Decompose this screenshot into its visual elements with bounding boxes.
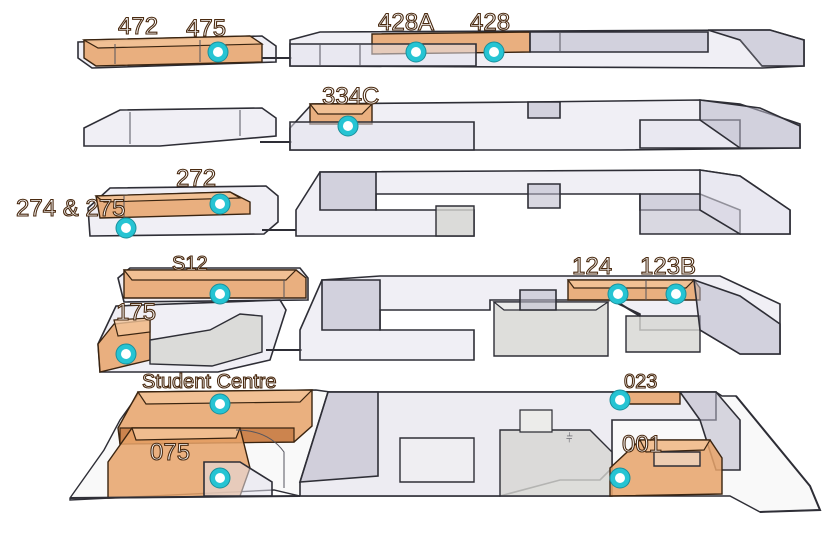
location-marker-icon[interactable]: [609, 467, 631, 489]
room-label-175: 175: [116, 299, 156, 326]
room-label-123b: 123B: [640, 253, 696, 280]
level-1: [97, 267, 781, 373]
location-markers: [115, 41, 687, 489]
room-label-023: 023: [624, 371, 657, 393]
room-label-student-centre: Student Centre: [142, 371, 277, 393]
ground-center-block: [499, 429, 613, 497]
room-023-wing[interactable]: [625, 391, 681, 405]
level-3: [83, 99, 801, 151]
stairs-icon: ⫩: [566, 431, 573, 445]
room-label-475: 475: [186, 15, 226, 42]
room-labels: 472 475 428A 428 334C 274 & 275 272 S12 …: [15, 8, 696, 466]
room-label-272: 272: [176, 165, 216, 192]
level-3-left-wing: [83, 107, 277, 147]
room-label-428a: 428A: [378, 9, 434, 36]
room-label-s12: S12: [172, 253, 208, 275]
room-label-124: 124: [572, 253, 612, 280]
location-marker-icon[interactable]: [609, 389, 631, 411]
location-marker-icon[interactable]: [209, 393, 231, 415]
level-2: [87, 169, 791, 237]
location-marker-icon[interactable]: [337, 115, 359, 137]
location-marker-icon[interactable]: [405, 41, 427, 63]
location-marker-icon[interactable]: [483, 41, 505, 63]
room-label-075: 075: [150, 439, 190, 466]
location-marker-icon[interactable]: [209, 467, 231, 489]
level-ground: ⫩: [69, 389, 822, 513]
location-marker-icon[interactable]: [115, 217, 137, 239]
room-label-274-275: 274 & 275: [16, 195, 125, 222]
location-marker-icon[interactable]: [115, 343, 137, 365]
room-label-001: 001: [622, 431, 662, 458]
location-marker-icon[interactable]: [607, 283, 629, 305]
room-label-428: 428: [470, 9, 510, 36]
location-marker-icon[interactable]: [209, 193, 231, 215]
location-marker-icon[interactable]: [207, 41, 229, 63]
room-label-472: 472: [118, 13, 158, 40]
room-label-334c: 334C: [322, 83, 379, 110]
location-marker-icon[interactable]: [665, 283, 687, 305]
location-marker-icon[interactable]: [209, 283, 231, 305]
